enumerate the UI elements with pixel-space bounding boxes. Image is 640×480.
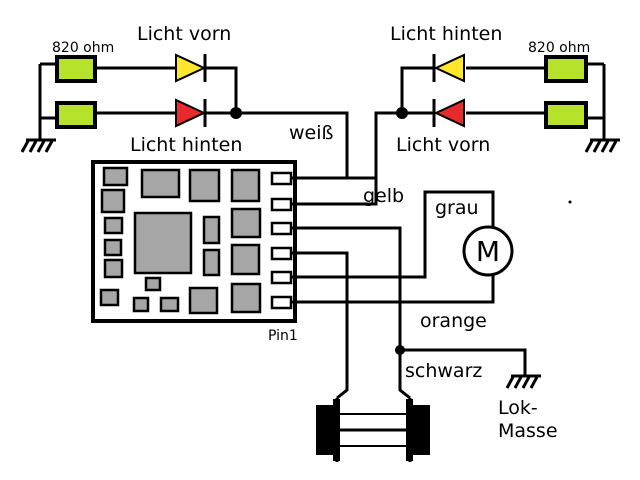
left-top-led-label: Licht vorn bbox=[137, 23, 231, 45]
left-top-led-icon bbox=[175, 53, 207, 83]
wire-rail-left bbox=[291, 251, 349, 400]
chip-part bbox=[103, 238, 123, 257]
loco-ground-label-line1: Lok- bbox=[498, 397, 538, 419]
chip-part bbox=[159, 296, 180, 313]
stray-dot bbox=[568, 200, 572, 204]
chip-part bbox=[99, 288, 120, 307]
right-junction-dot bbox=[396, 107, 408, 119]
wire-grey-label: grau bbox=[435, 197, 479, 219]
left-bottom-resistor bbox=[55, 101, 97, 129]
wire-black-ground bbox=[400, 348, 527, 376]
decoder-wires bbox=[291, 113, 527, 400]
wire-grey-path bbox=[291, 190, 495, 279]
left-bottom-led-label: Licht hinten bbox=[130, 134, 242, 156]
left-top-resistor bbox=[55, 55, 97, 83]
chip-part bbox=[103, 258, 124, 279]
motor-icon bbox=[462, 225, 514, 277]
chip-part bbox=[230, 243, 261, 276]
left-junction-dot bbox=[230, 107, 242, 119]
chip-part bbox=[188, 286, 219, 315]
motor-label: M bbox=[476, 235, 500, 268]
wire-black-path bbox=[291, 226, 402, 350]
chip-part bbox=[140, 168, 181, 199]
wire-orange-path bbox=[291, 274, 495, 304]
chip-part bbox=[230, 168, 261, 203]
chip-part bbox=[144, 276, 162, 292]
chip-part bbox=[230, 282, 262, 314]
chip-part bbox=[230, 207, 262, 239]
chip-part bbox=[202, 248, 221, 277]
chip-part bbox=[202, 215, 221, 245]
chip-part bbox=[132, 296, 150, 313]
chip-part bbox=[103, 216, 124, 235]
pin-2 bbox=[270, 270, 293, 285]
black-junction-dot bbox=[395, 345, 405, 355]
wire-orange-label: orange bbox=[420, 310, 487, 332]
decoder-components bbox=[99, 166, 262, 315]
decoder-board bbox=[91, 160, 297, 323]
right-bottom-resistor bbox=[544, 101, 588, 129]
wheelset-icon bbox=[316, 398, 430, 462]
pin-5 bbox=[270, 197, 293, 212]
loco-ground-label-line2: Masse bbox=[498, 420, 558, 442]
pin-3 bbox=[270, 246, 293, 261]
left-ground-icon bbox=[20, 138, 56, 153]
wire-yellow-label: gelb bbox=[363, 185, 404, 207]
pin-6 bbox=[270, 171, 293, 186]
right-top-resistor bbox=[544, 55, 588, 83]
left-led-join-wire bbox=[205, 66, 238, 113]
right-top-led-label: Licht hinten bbox=[390, 23, 502, 45]
left-resistor-label: 820 ohm bbox=[52, 40, 114, 56]
right-ground-icon bbox=[584, 138, 620, 153]
chip-part bbox=[188, 168, 221, 203]
pin-1 bbox=[270, 295, 293, 310]
chip-part bbox=[100, 188, 126, 214]
right-led-join-wire bbox=[400, 66, 433, 113]
left-bottom-led-icon bbox=[175, 98, 207, 128]
right-bottom-led-icon bbox=[432, 98, 465, 128]
right-bottom-led-label: Licht vorn bbox=[396, 134, 490, 156]
wire-yellow-pin bbox=[291, 113, 378, 206]
wire-black-label: schwarz bbox=[405, 360, 482, 382]
main-chip bbox=[133, 211, 193, 275]
chip-part bbox=[102, 166, 129, 187]
right-top-led-icon bbox=[432, 53, 465, 83]
pin-4 bbox=[270, 221, 293, 236]
wire-white-label: weiß bbox=[289, 122, 334, 144]
wire-black-wheel bbox=[398, 350, 411, 400]
loco-ground-icon bbox=[505, 374, 541, 389]
right-lighting-circuit bbox=[347, 62, 606, 180]
right-resistor-label: 820 ohm bbox=[528, 40, 590, 56]
pin1-label: Pin1 bbox=[268, 328, 298, 344]
